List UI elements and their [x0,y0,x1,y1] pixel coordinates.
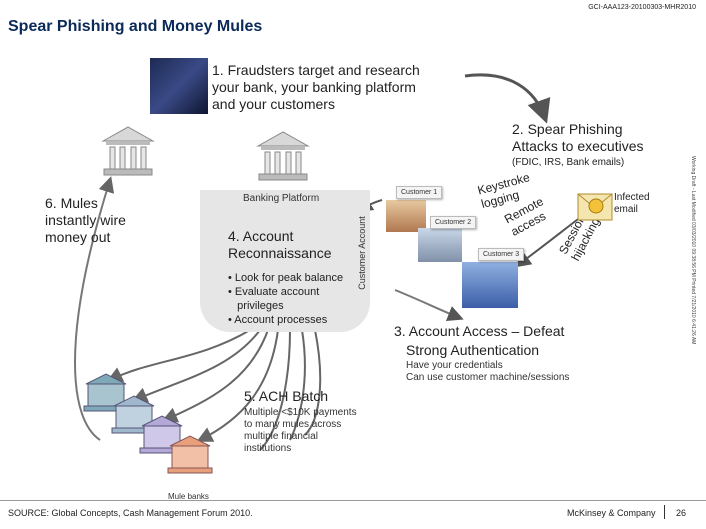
footer-rule [0,500,706,501]
customer-account-label: Customer Account [352,196,372,312]
draft-sidebar-text: Working Draft - Last Modified 03/03/2010… [690,156,696,345]
banking-platform-label: Banking Platform [243,193,320,204]
fan-lines [106,329,322,451]
step-2-line: Attacks to executives [512,138,644,154]
platform-bank-icon [256,131,310,181]
mule-bank-2 [111,395,157,434]
banking-platform-box [200,190,370,332]
draft-sidebar: Working Draft - Last Modified 03/03/2010… [686,156,700,380]
step-1-line: your bank, your banking platform [212,79,416,95]
step-4-line: Reconnaissance [228,245,332,261]
step-6-line: money out [45,229,111,245]
step-5-text: 5. ACH Batch [244,388,329,404]
arrow-platform-to-customer [394,289,464,321]
infected-email-label: Infected email [614,192,650,216]
customer-3-card: Customer 3 [478,248,525,261]
customer-3-photo [462,262,518,308]
step-3-text: 3. Account Access – Defeat Strong Authen… [394,322,564,360]
bullet-item: • Look for peak balance [228,272,344,284]
step-1-line: 1. Fraudsters target and research [212,62,420,78]
step-3-subtext: Have your credentials Can use customer m… [406,360,569,384]
infected-line: Infected [614,192,650,203]
step-5-sub-line: to many mules across [244,419,342,430]
step-6-line: 6. Mules [45,195,98,211]
step-4-bullets: • Look for peak balance • Evaluate accou… [228,271,343,327]
page-title: Spear Phishing and Money Mules [8,18,263,35]
customer-1-card: Customer 1 [396,186,443,199]
mule-bank-1 [83,373,129,412]
mule-bank-4 [167,435,213,474]
step-5-subtext: Multiple <$10K payments to many mules ac… [244,407,394,455]
step-4-text: 4. Account Reconnaissance [228,228,332,262]
customer-2-card: Customer 2 [430,216,477,229]
step-1-line: and your customers [212,96,335,112]
step-5-sub-line: multiple financial [244,431,318,442]
arrow-1-to-2 [464,73,551,124]
bullet-item: privileges [228,300,284,312]
mule-banks-stack [83,373,213,474]
bank-icon [101,126,155,176]
arrow-mules-to-wire [74,176,115,441]
customer-account-text: Customer Account [357,216,367,290]
step-3-line: Strong Authentication [406,342,540,358]
mule-banks-label: Mule banks [168,492,209,501]
document-code: GCI-AAA123-20100303-MHR2010 [588,4,696,11]
step-1-text: 1. Fraudsters target and research your b… [212,62,472,113]
brand-label: McKinsey & Company [567,508,656,518]
step-4-line: 4. Account [228,228,294,244]
step-2-line: 2. Spear Phishing [512,121,623,137]
step-3-sub-line: Have your credentials [406,360,503,371]
page-number: 26 [676,508,687,518]
bullet-item: • Evaluate account [228,286,320,298]
footer-divider [664,505,665,519]
step-6-line: instantly wire [45,212,126,228]
mule-bank-3 [139,415,185,454]
bullet-item: • Account processes [228,314,328,326]
infected-email-icon [577,193,613,221]
step-6-text: 6. Mules instantly wire money out [45,195,155,246]
step-2-text: 2. Spear Phishing Attacks to executives [512,121,662,155]
step-5-sub-line: Multiple <$10K payments [244,407,357,418]
source-note: SOURCE: Global Concepts, Cash Management… [8,508,253,518]
step-2-subtext: (FDIC, IRS, Bank emails) [512,157,625,168]
customer-1-photo [386,200,426,232]
step-5-sub-line: institutions [244,443,292,454]
infected-line: email [614,204,638,215]
step-3-line: 3. Account Access – Defeat [394,323,565,339]
customer-2-photo [418,228,462,262]
hacker-photo [150,58,208,114]
step-3-sub-line: Can use customer machine/sessions [406,372,570,383]
